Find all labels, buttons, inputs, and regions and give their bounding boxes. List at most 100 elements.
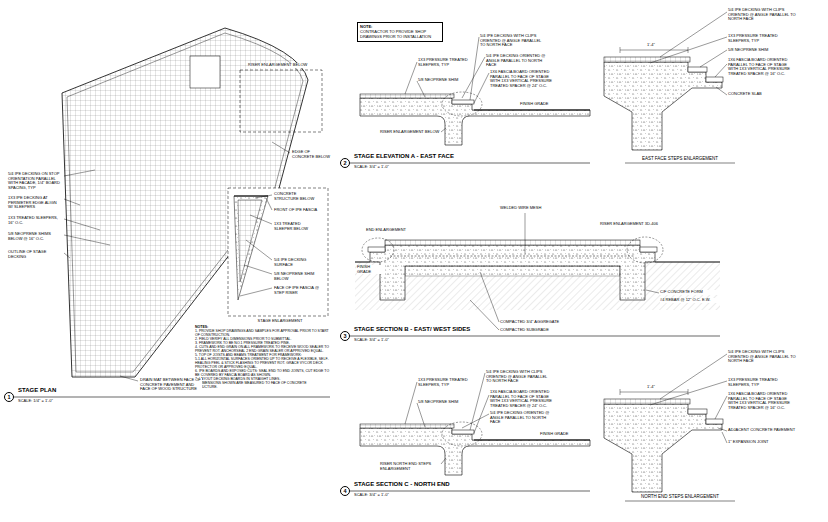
dimension-line xyxy=(620,47,688,53)
callout-label: RISER ENLARGEMENT BELOW xyxy=(380,130,440,135)
callout-label: 5/8 NEOPRENE SHIMS BELOW @ 16" O.C. xyxy=(8,232,62,241)
callout-number: 4 xyxy=(341,487,349,496)
callout-label: FACE OF IPE FASCIA @ STEP RISER xyxy=(274,286,320,295)
callout-label: FINISH GRADE xyxy=(520,102,560,107)
note-line: NOTES: xyxy=(195,325,330,329)
callout-label: CONCRETE SLAB xyxy=(728,92,798,97)
callout-label: 5/4 IPE DECKING ORIENTED @ ANGLE PARALLE… xyxy=(486,54,546,68)
callout-label: STAGE ENLARGEMENT xyxy=(240,319,320,324)
enlargement-box xyxy=(240,70,322,132)
enlargement-circle xyxy=(442,92,482,116)
callout-label: 1X6 FASCIA BOARD ORIENTED PARALLEL TO FA… xyxy=(490,390,558,408)
enlargement-circle xyxy=(362,238,394,262)
scale-note: SCALE: 1/4" = 1'-0" xyxy=(18,399,53,403)
callout-label: #4 REBAR @ 12" O.C. E.W. xyxy=(660,298,720,303)
callout-label: C/F CONCRETE FORM xyxy=(660,290,720,295)
callout-label: OUTLINE OF STAGE DECKING xyxy=(8,250,62,259)
callout-label: 1X3 IPE DECKING AT PERIMETER EDGE ALIGN … xyxy=(8,196,62,210)
callout-label: 5/4 IPE DECKING WITH CLIPS ORIENTED @ AN… xyxy=(486,370,548,384)
scale-note: SCALE: 3/4" = 1'-0" xyxy=(354,165,389,169)
callout-label: NORTH END STEPS ENLARGEMENT xyxy=(620,494,740,499)
drawing-title: STAGE SECTION B - EAST/ WEST SIDES xyxy=(354,326,470,332)
subgrade xyxy=(355,262,720,310)
title-marker: 3STAGE SECTION B - EAST/ WEST SIDESSCALE… xyxy=(340,331,350,341)
callout-label: 1'-4" xyxy=(640,385,662,390)
callout-label: DRAIN MAT BETWEEN FACE OF CONCRETE PAVEM… xyxy=(140,378,202,392)
callout-label: 5/8 NEOPRENE SHIM BELOW xyxy=(274,272,320,281)
deck-boards xyxy=(604,57,690,62)
step-board xyxy=(452,100,474,104)
scale-note: SCALE: 3/4" = 1'-0" xyxy=(354,493,389,497)
callout-label: EAST FACE STEPS ENLARGEMENT xyxy=(620,156,740,161)
callout-label: COMPACTED SUBGRADE xyxy=(500,328,570,333)
grade-line xyxy=(474,110,590,111)
concrete-section xyxy=(360,98,590,145)
title-marker: 4STAGE SECTION C - NORTH ENDSCALE: 3/4" … xyxy=(340,486,350,496)
callout-label: 1X3 PRESSURE TREATED SLEEPERS, TYP xyxy=(418,58,473,67)
note-line: 2. FIELD VERIFY ALL DIMENSIONS PRIOR TO … xyxy=(195,337,330,341)
callout-label: 1X3 TREATED SLEEPER BELOW xyxy=(274,222,320,231)
leader-lines xyxy=(405,373,489,464)
note-line: 5. TOP OF JOISTS AND BEAMS TREATMENT FOR… xyxy=(195,353,330,357)
aggregate xyxy=(405,266,620,276)
riser-opening xyxy=(190,56,220,88)
callout-label: 1X6 FASCIA BOARD ORIENTED PARALLEL TO FA… xyxy=(728,392,798,410)
note-line: 5.1 ALL HORIZONTAL SURFACES ORIENTED UP … xyxy=(195,357,330,369)
enlargement-circle xyxy=(627,237,663,263)
note-line: 7. LAYOUT DECKING BOARDS IN STRAIGHT LIN… xyxy=(195,377,330,381)
callout-number: 1 xyxy=(5,393,13,402)
callout-label: RISER ENLARGEMENT 3D-406 xyxy=(600,222,670,227)
callout-label: CONCRETE STRUCTURE BELOW xyxy=(274,192,320,201)
leader-lines xyxy=(470,213,659,330)
callout-label: 1" EXPANSION JOINT xyxy=(728,440,798,445)
note-line: 4. CUTS AND END GRAIN ON ALL FRAMEWORK T… xyxy=(195,345,330,353)
callout-label: FINISH GRADE xyxy=(357,265,385,274)
step-board xyxy=(706,77,723,82)
note-box: NOTE:CONTRACTOR TO PROVIDE SHOP DRAWINGS… xyxy=(357,22,443,42)
note-text: CONTRACTOR TO PROVIDE SHOP DRAWINGS PRIO… xyxy=(360,30,440,40)
callout-label: 5/4 IPE DECKING WITH CLIPS ORIENTED @ AN… xyxy=(728,350,798,364)
callout-label: 1X3 TREATED SLEEPERS, 16" O.C. xyxy=(8,216,62,225)
callout-label: ADJACENT CONCRETE PAVEMENT xyxy=(728,428,798,433)
callout-label: RISER ENLARGEMENT BELOW xyxy=(248,63,318,68)
leader-lines xyxy=(240,195,272,296)
callout-label: 1X3 PRESSURE TREATED SLEEPERS, TYP xyxy=(728,34,798,43)
callout-number: 2 xyxy=(341,159,349,168)
inset-box xyxy=(228,188,328,316)
callout-label: 1'-4" xyxy=(640,43,662,48)
callout-label: 5/4 IPE DECKING WITH CLIPS ORIENTED @ AN… xyxy=(728,8,798,22)
callout-label: 5/4 IPE DECKING WITH CLIPS ORIENTED @ AN… xyxy=(480,34,542,48)
title-marker: 1STAGE PLANSCALE: 1/4" = 1'-0" xyxy=(4,392,14,402)
note-line: 3. FRAMEWORK TO BE NO.1 PRESSURE TREATED… xyxy=(195,341,330,345)
callout-label: RISER NORTH END STEPS ENLARGEMENT xyxy=(380,462,440,471)
callout-number: 3 xyxy=(341,332,349,341)
step-board xyxy=(640,247,657,252)
callout-label: EDGE OF CONCRETE BELOW xyxy=(292,150,332,159)
callout-label: FINISH GRADE xyxy=(540,432,580,437)
drawing-title: STAGE ELEVATION A - EAST FACE xyxy=(354,153,454,159)
inset-concrete xyxy=(234,196,268,300)
concrete-steps xyxy=(604,62,722,150)
drawing-title: STAGE PLAN xyxy=(18,387,56,393)
callout-label: 5/8 NEOPRENE SHIM xyxy=(728,48,798,53)
callout-label: 1X6 FASCIA BOARD ORIENTED PARALLEL TO FA… xyxy=(728,58,798,76)
leader-lines xyxy=(650,354,727,443)
step-board xyxy=(688,67,707,72)
general-notes: NOTES:1. PROVIDE SHOP DRAWINGS AND SAMPL… xyxy=(195,325,330,389)
callout-label: FRONT OF IPE FASCIA xyxy=(274,208,320,213)
note-line: 1. PROVIDE SHOP DRAWINGS AND SAMPLES FOR… xyxy=(195,329,330,337)
title-underline xyxy=(625,163,735,501)
callout-label: 1X3 PRESSURE TREATED SLEEPERS, TYP xyxy=(728,378,798,387)
callout-label: 5/4 IPE DECKING ON STOP ORIENTATION PARA… xyxy=(8,172,62,190)
deck-boards xyxy=(385,240,640,245)
callout-label: 5/4 IPE DECKING SURFACE xyxy=(274,258,320,267)
callout-label: END ENLARGEMENT xyxy=(366,228,411,233)
step-board xyxy=(368,247,385,252)
callout-label: 5/8 NEOPRENE SHIM xyxy=(418,78,468,83)
callout-label: COMPACTED 3/4" AGGREGATE xyxy=(500,320,570,325)
wire-mesh xyxy=(390,256,635,257)
callout-label: 5/8 NEOPRENE SHIM xyxy=(418,400,468,405)
deck-boards xyxy=(360,94,454,98)
